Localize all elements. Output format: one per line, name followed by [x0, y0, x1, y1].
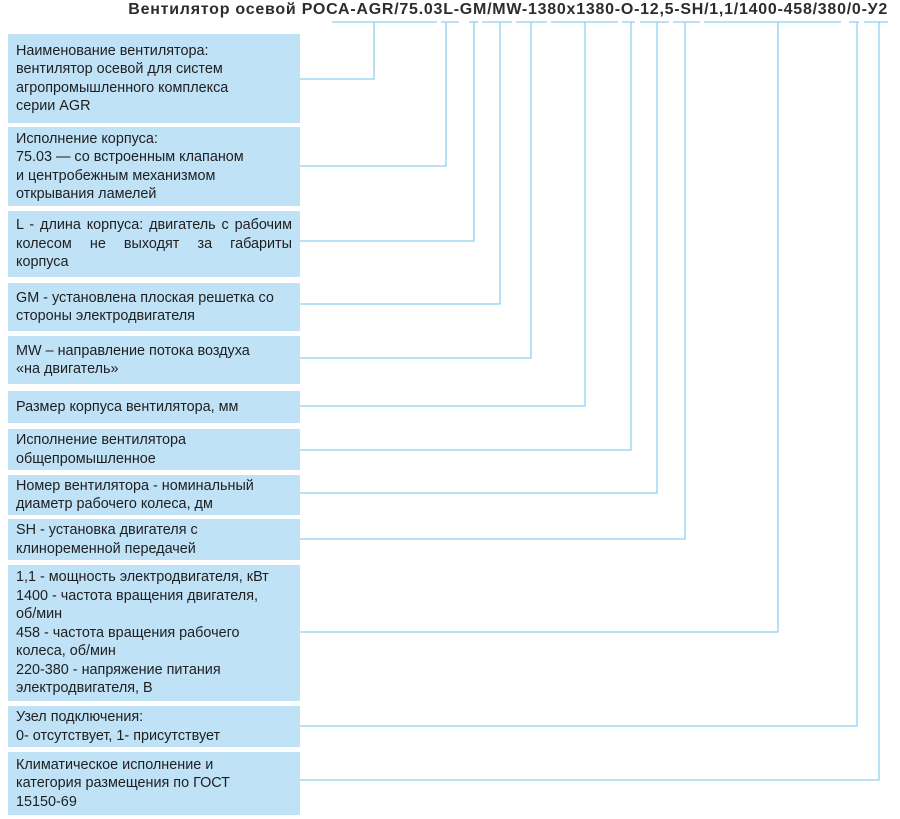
box-text: Климатическое исполнение и категория раз…: [16, 756, 230, 810]
box-body-length: L - длина корпуса: двигатель с рабочим к…: [8, 211, 300, 277]
box-motor-params: 1,1 - мощность электродвигателя, кВт 140…: [8, 565, 300, 701]
connector-number: [300, 22, 658, 494]
connector-grille: [300, 22, 501, 305]
box-text: MW – направление потока воздуха «на двиг…: [16, 342, 250, 378]
connector-length: [300, 22, 475, 242]
designation-title: Вентилятор осевой РОСА-AGR/75.03L-GM/MW-…: [128, 1, 888, 18]
box-text: L - длина корпуса: двигатель с рабочим к…: [16, 217, 292, 271]
connector-flow: [300, 22, 532, 359]
connector-series: [300, 22, 375, 80]
box-text: 1,1 - мощность электродвигателя, кВт 140…: [16, 569, 269, 697]
box-connection-node: Узел подключения: 0- отсутствует, 1- при…: [8, 706, 300, 747]
connector-body: [300, 22, 447, 167]
box-text: Исполнение корпуса: 75.03 — со встроенны…: [16, 130, 244, 203]
connector-execution: [300, 22, 632, 451]
connector-motor: [300, 22, 779, 633]
connector-drive: [300, 22, 686, 540]
box-climate: Климатическое исполнение и категория раз…: [8, 752, 300, 815]
box-body-execution: Исполнение корпуса: 75.03 — со встроенны…: [8, 127, 300, 206]
box-grille: GM - установлена плоская решетка со стор…: [8, 283, 300, 331]
box-text: Исполнение вентилятора общепромышленное: [16, 432, 187, 467]
box-text: Наименование вентилятора: вентилятор осе…: [16, 42, 229, 115]
box-text: Размер корпуса вентилятора, мм: [16, 398, 239, 415]
connector-size: [300, 22, 586, 407]
box-fan-execution: Исполнение вентилятора общепромышленное: [8, 429, 300, 470]
connector-climate: [300, 22, 880, 781]
box-fan-name: Наименование вентилятора: вентилятор осе…: [8, 34, 300, 123]
box-text: Номер вентилятора - номинальный диаметр …: [16, 477, 254, 513]
box-drive: SH - установка двигателя с клиноременной…: [8, 519, 300, 560]
box-text: GM - установлена плоская решетка со стор…: [16, 289, 274, 325]
box-fan-number: Номер вентилятора - номинальный диаметр …: [8, 475, 300, 515]
box-text: SH - установка двигателя с клиноременной…: [16, 522, 198, 557]
box-air-flow: MW – направление потока воздуха «на двиг…: [8, 336, 300, 384]
connector-node: [300, 22, 858, 727]
box-text: Узел подключения: 0- отсутствует, 1- при…: [16, 709, 221, 744]
box-body-size: Размер корпуса вентилятора, мм: [8, 391, 300, 423]
